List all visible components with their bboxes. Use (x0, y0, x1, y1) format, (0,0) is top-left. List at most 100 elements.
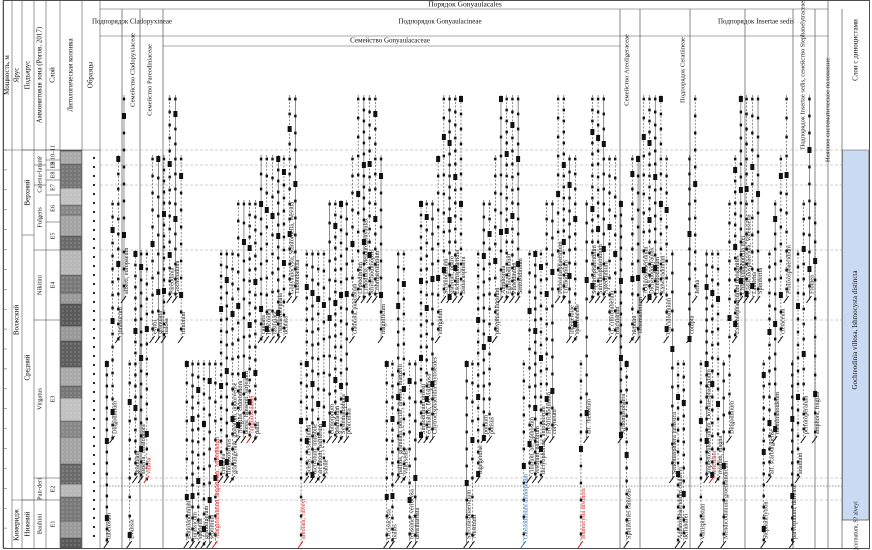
taxon-label: Chytroeisphaeridia chytroeides (431, 356, 438, 434)
occurrence-mark (671, 328, 674, 332)
occurrence-mark (168, 279, 171, 283)
occurrence-mark (459, 127, 463, 131)
occurrence-mark (751, 267, 754, 271)
occurrence-mark (505, 185, 508, 189)
occurrence-mark (317, 387, 320, 391)
taxon-label: Circulodinium (665, 298, 672, 334)
occurrence-mark (407, 378, 412, 384)
occurrence-mark (733, 234, 737, 238)
occurrence-mark (642, 97, 645, 101)
occurrence-mark (568, 287, 571, 291)
occurrence-mark (602, 217, 605, 221)
first-appearance-mark (463, 540, 470, 549)
occurrence-mark (305, 472, 308, 476)
occurrence-mark (596, 240, 600, 244)
taxon-label: Ishmocysta distincta (580, 488, 587, 539)
occurrence-mark (591, 163, 594, 167)
occurrence-mark (139, 330, 143, 334)
first-appearance-mark (354, 295, 361, 304)
occurrence-mark (277, 289, 280, 293)
occurrence-mark (356, 287, 360, 291)
sample-dot (92, 426, 96, 430)
occurrence-mark (345, 277, 348, 281)
occurrence-mark (625, 388, 628, 392)
occurrence-mark (362, 196, 366, 200)
occurrence-mark (665, 225, 668, 229)
occurrence-mark (602, 172, 605, 176)
occurrence-mark (116, 156, 121, 162)
occurrence-mark (539, 343, 543, 347)
occurrence-mark (648, 152, 651, 156)
occurrence-mark (802, 262, 805, 266)
occurrence-mark (105, 472, 109, 476)
occurrence-mark (248, 301, 251, 305)
occurrence-mark (248, 257, 251, 261)
occurrence-mark (237, 287, 240, 291)
taxon-label: Senoniasphaera jurassica (671, 412, 678, 474)
occurrence-mark (585, 430, 588, 434)
bed-label: E6 (50, 205, 56, 212)
occurrence-mark (396, 473, 400, 477)
first-appearance-mark (200, 540, 207, 549)
occurrence-mark (813, 411, 817, 415)
occurrence-mark (351, 259, 354, 263)
occurrence-mark (305, 428, 308, 432)
occurrence-mark (768, 343, 771, 347)
occurrence-mark (722, 515, 725, 519)
occurrence-mark (104, 361, 109, 367)
occurrence-mark (545, 247, 548, 251)
occurrence-mark (442, 154, 446, 158)
taxon-label: Trichodinium (563, 260, 570, 294)
taxon-label: ingegerdiae (477, 445, 484, 474)
occurrence-mark (271, 328, 274, 332)
occurrence-mark (465, 498, 468, 502)
occurrence-mark (391, 472, 394, 476)
occurrence-mark (145, 297, 149, 301)
occurrence-mark (636, 208, 640, 212)
occurrence-mark (785, 211, 788, 215)
occurrence-mark (151, 208, 154, 212)
occurrence-mark (248, 378, 251, 382)
occurrence-mark (402, 462, 406, 466)
occurrence-mark (299, 418, 304, 424)
occurrence-mark (768, 304, 771, 308)
first-appearance-mark (114, 335, 121, 344)
occurrence-mark (219, 351, 223, 355)
taxon-label: Rhynchodiniopsis (368, 249, 375, 294)
occurrence-mark (574, 262, 577, 266)
occurrence-mark (596, 188, 600, 192)
occurrence-mark (716, 432, 720, 436)
occurrence-mark (127, 532, 132, 538)
occurrence-mark (482, 423, 486, 427)
occurrence-mark (317, 357, 320, 361)
taxon-label: jurassicum (117, 307, 124, 335)
occurrence-mark (288, 112, 291, 116)
occurrence-mark (448, 196, 451, 200)
taxon-label: Evansia (129, 519, 136, 539)
occurrence-mark (179, 292, 184, 298)
occurrence-mark (642, 116, 645, 120)
occurrence-mark (705, 417, 708, 421)
occurrence-mark (796, 421, 800, 425)
occurrence-mark (671, 461, 674, 465)
taxon-label: pomum (483, 415, 490, 434)
occurrence-mark (288, 277, 291, 281)
occurrence-mark (459, 112, 463, 116)
occurrence-mark (562, 141, 566, 145)
taxon-label: Tehamadinium (637, 297, 644, 334)
occurrence-mark (419, 422, 423, 426)
occurrence-mark (688, 217, 691, 221)
occurrence-mark (756, 230, 760, 234)
occurrence-mark (676, 417, 680, 421)
occurrence-mark (568, 157, 571, 161)
occurrence-mark (505, 141, 508, 145)
occurrence-mark (402, 297, 406, 301)
first-appearance-mark (400, 475, 407, 484)
occurrence-mark (751, 216, 754, 220)
occurrence-mark (636, 225, 640, 229)
occurrence-mark (322, 252, 326, 256)
occurrence-mark (596, 201, 600, 205)
occurrence-mark (625, 401, 628, 405)
occurrence-mark (459, 142, 463, 146)
